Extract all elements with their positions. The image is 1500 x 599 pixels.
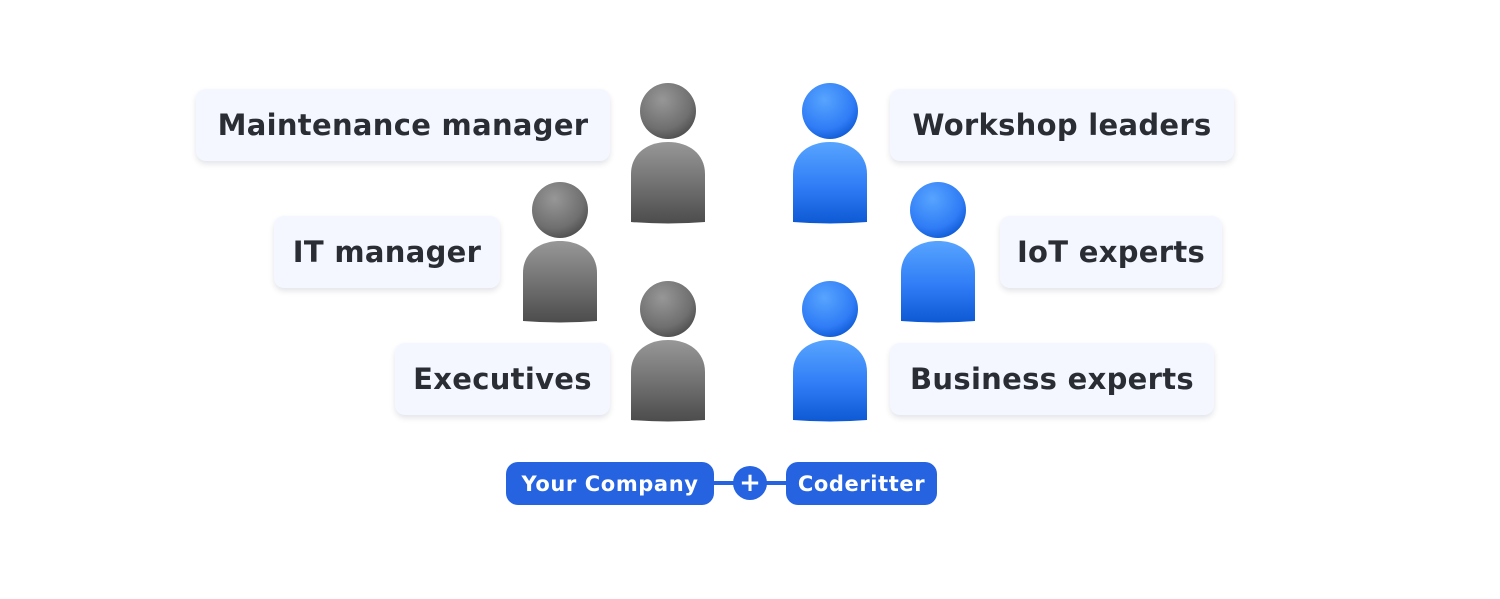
person-icon [629, 82, 707, 224]
your-company-label: Your Company [521, 471, 699, 496]
coderitter-label: Coderitter [797, 471, 926, 496]
role-label-text: Workshop leaders [912, 108, 1212, 142]
person-icon [791, 82, 869, 224]
role-label-executives: Executives [395, 343, 610, 415]
person-icon [899, 181, 977, 323]
role-label-text: Business experts [910, 362, 1194, 396]
person-icon [791, 280, 869, 422]
coderitter-badge: Coderitter [786, 462, 937, 505]
role-label-text: IT manager [292, 235, 482, 269]
your-company-badge: Your Company [506, 462, 714, 505]
role-label-workshop-leaders: Workshop leaders [890, 89, 1234, 161]
role-label-business-experts: Business experts [890, 343, 1214, 415]
person-icon [521, 181, 599, 323]
role-label-text: Maintenance manager [217, 108, 589, 142]
role-label-text: Executives [413, 362, 592, 396]
plus-icon: + [733, 466, 767, 500]
role-label-iot-experts: IoT experts [1000, 216, 1222, 288]
role-label-text: IoT experts [1016, 235, 1206, 269]
person-icon [629, 280, 707, 422]
role-label-maintenance-manager: Maintenance manager [196, 89, 610, 161]
role-label-it-manager: IT manager [274, 216, 500, 288]
